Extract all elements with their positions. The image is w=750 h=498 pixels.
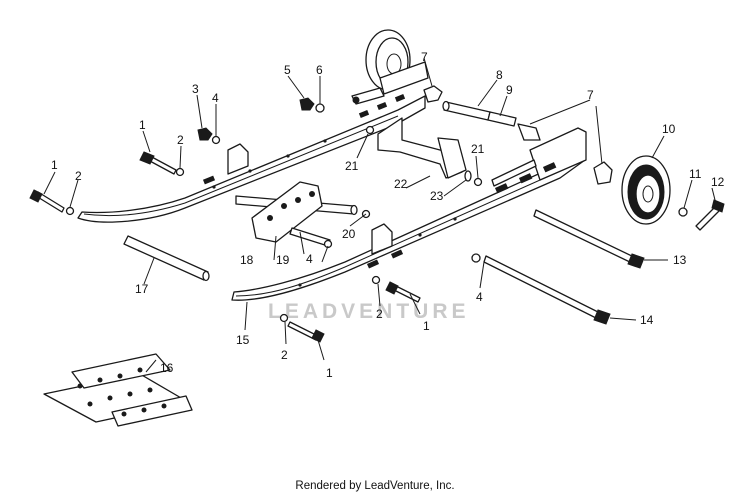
nut-3: [197, 127, 213, 141]
callout-2-c: 2: [376, 307, 383, 321]
long-bolt-13: [533, 209, 645, 269]
spacer-7-upper: [423, 85, 443, 103]
watermark: LEADVENTURE: [268, 300, 470, 323]
callout-19: 19: [276, 253, 290, 267]
long-bolt-14: [483, 255, 611, 325]
washer-4-a: [211, 135, 221, 145]
callout-17: 17: [135, 282, 149, 296]
washer-6: [315, 103, 325, 113]
callout-labels: 1 2 1 2 3 4 5 6 7 8 9 7 10 11 12 13 14 4…: [51, 50, 725, 380]
callout-18: 18: [240, 253, 254, 267]
callout-2-b: 2: [177, 133, 184, 147]
leader-lines: [43, 57, 717, 373]
callout-8: 8: [496, 68, 503, 82]
callout-9: 9: [506, 83, 513, 97]
callout-22: 22: [394, 177, 408, 191]
washer-2-b: [175, 167, 185, 177]
spacer-7-lower: [593, 161, 613, 185]
callout-15: 15: [236, 333, 250, 347]
callout-1-d: 1: [326, 366, 333, 380]
callout-23: 23: [430, 189, 444, 203]
bolt-center: [491, 159, 537, 187]
callout-7-b: 7: [587, 88, 594, 102]
callout-4-a: 4: [212, 91, 219, 105]
cross-shaft-17: [123, 235, 210, 282]
callout-1-c: 1: [423, 319, 430, 333]
rail-slide-16: [43, 353, 193, 427]
callout-11: 11: [689, 167, 702, 181]
bolt-1-c: [385, 281, 421, 303]
callout-2-a: 2: [75, 169, 82, 183]
callout-21-a: 21: [345, 159, 359, 173]
torque-arm-22: [377, 117, 472, 182]
callout-16: 16: [160, 361, 174, 375]
callout-1-a: 1: [51, 158, 58, 172]
washer-21-a: [365, 125, 375, 135]
callout-1-b: 1: [139, 118, 146, 132]
callout-7-a: 7: [421, 50, 428, 64]
washer-2-d: [279, 313, 289, 323]
washer-11: [678, 207, 688, 217]
callout-2-d: 2: [281, 348, 288, 362]
washer-4-c: [471, 253, 481, 263]
callout-21-b: 21: [471, 142, 485, 156]
callout-4-b: 4: [306, 252, 313, 266]
idler-wheel-10: [621, 155, 671, 225]
washer-21-b: [473, 177, 483, 187]
front-arm-18: [235, 181, 358, 247]
rear-rail: [77, 93, 426, 223]
washer-4-b: [323, 239, 333, 249]
callout-3: 3: [192, 82, 199, 96]
washer-2-a: [65, 206, 75, 216]
callout-6: 6: [316, 63, 323, 77]
torque-axle-8-9: [442, 100, 541, 141]
callout-13: 13: [673, 253, 687, 267]
washer-2-c: [371, 275, 381, 285]
rear-idler-wheel: [351, 29, 429, 105]
bolt-1-a: [29, 189, 65, 213]
callout-5: 5: [284, 63, 291, 77]
nut-5: [299, 97, 315, 111]
callout-12: 12: [711, 175, 725, 189]
footer-credit: Rendered by LeadVenture, Inc.: [295, 480, 455, 492]
callout-10: 10: [662, 122, 676, 136]
bolt-1-b: [139, 151, 177, 175]
callout-20: 20: [342, 227, 356, 241]
front-rail: [231, 127, 587, 301]
bolt-12: [695, 199, 725, 231]
callout-14: 14: [640, 313, 654, 327]
bolt-1-d: [287, 321, 325, 343]
callout-4-c: 4: [476, 290, 483, 304]
